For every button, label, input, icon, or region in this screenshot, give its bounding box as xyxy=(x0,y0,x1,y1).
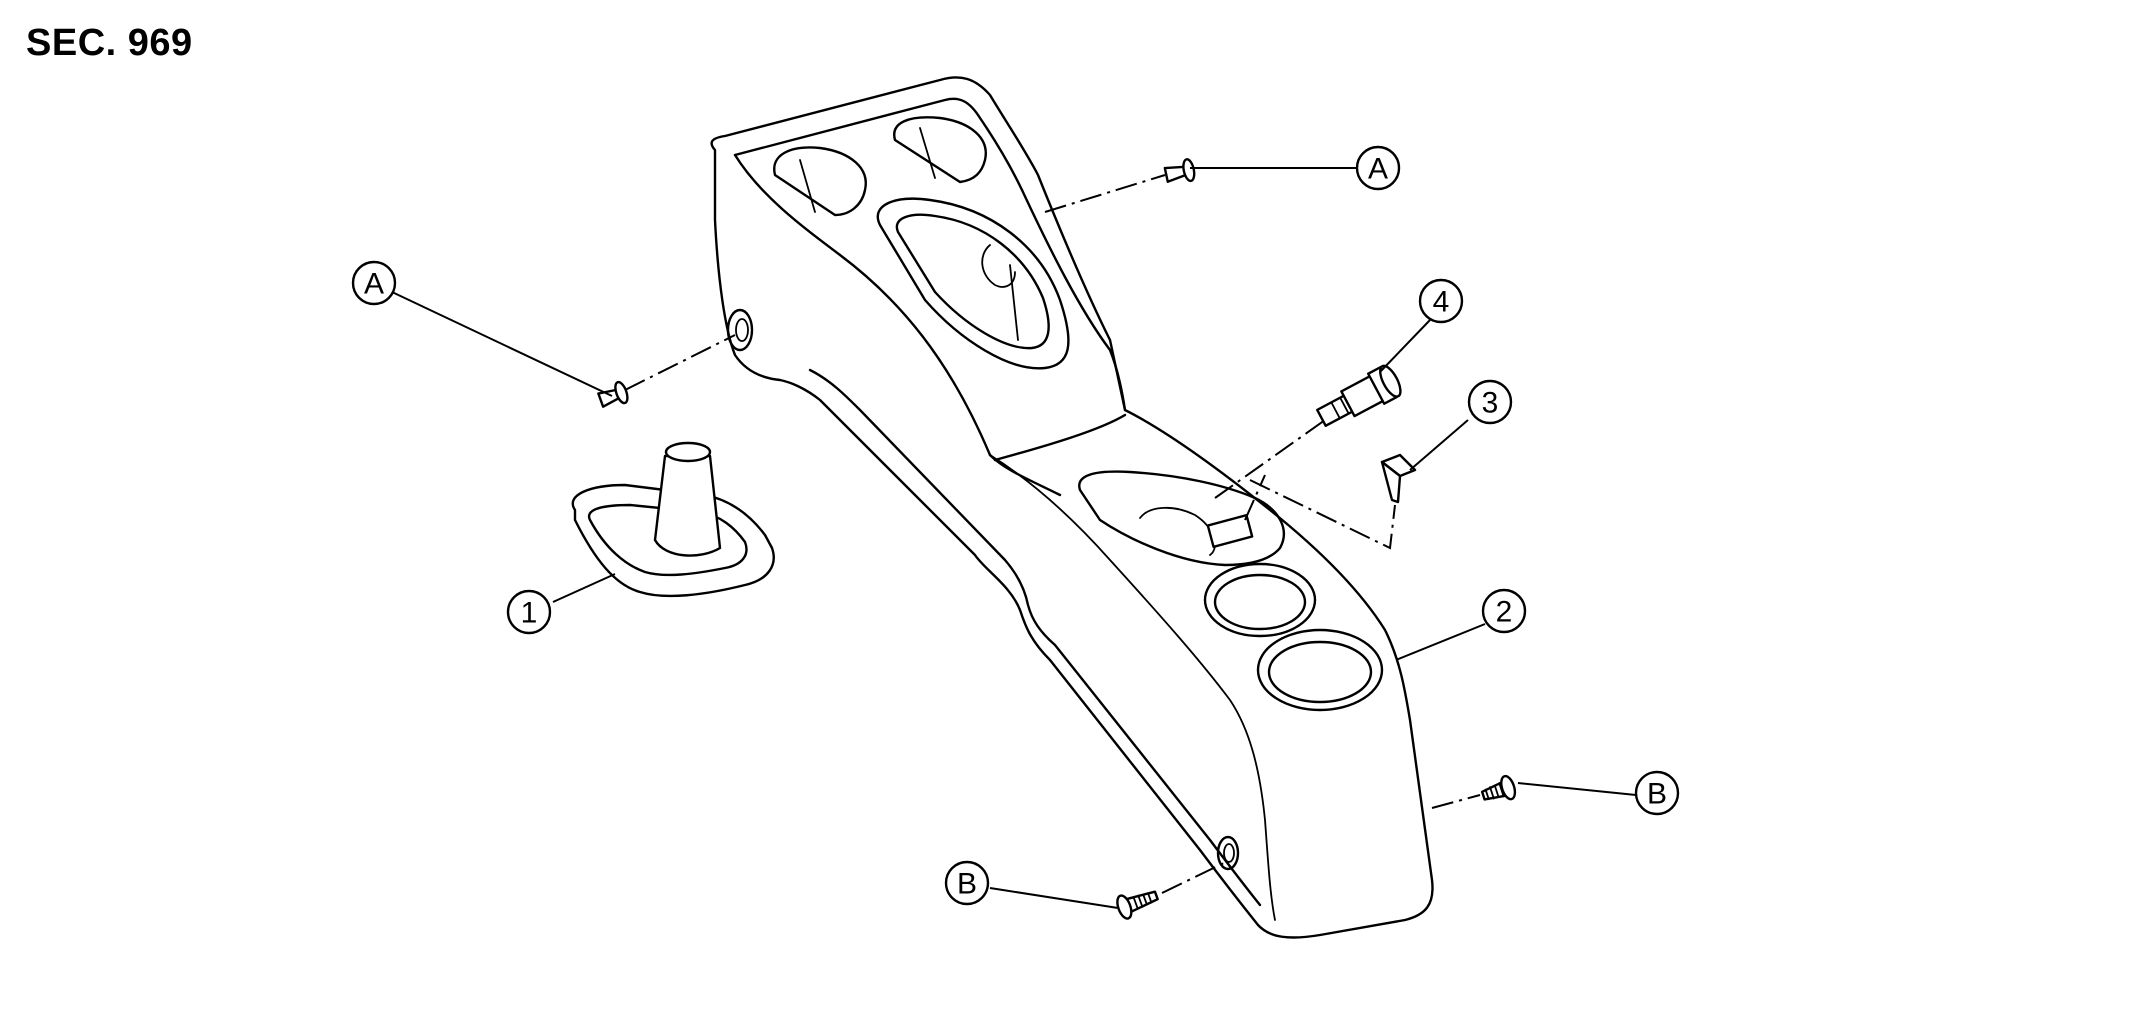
callout-cover: 3 xyxy=(1467,379,1513,425)
install-line-clip-front xyxy=(1044,174,1166,213)
clip-front xyxy=(1163,158,1196,183)
clip-side xyxy=(597,380,629,408)
screw-right xyxy=(1480,774,1517,801)
svg-text:A: A xyxy=(1368,153,1388,186)
leader-cover xyxy=(1409,419,1469,471)
install-line-clip-side xyxy=(624,334,736,391)
leader-console-box xyxy=(1395,623,1486,661)
cover-clip xyxy=(1380,453,1417,504)
install-line-cover xyxy=(1244,474,1396,550)
svg-text:4: 4 xyxy=(1433,286,1450,319)
install-line-socket xyxy=(1214,419,1326,499)
svg-text:1: 1 xyxy=(521,597,538,630)
leader-screw-bottom xyxy=(989,887,1119,909)
screw-bottom xyxy=(1116,890,1159,920)
callout-screw-bottom: B xyxy=(944,860,990,906)
callout-clip-front: A xyxy=(1355,145,1401,191)
svg-text:B: B xyxy=(957,868,977,901)
svg-text:3: 3 xyxy=(1482,387,1499,420)
install-line-screw-bottom xyxy=(1161,861,1227,894)
callout-socket: 4 xyxy=(1418,278,1464,324)
install-line-screw-right xyxy=(1431,794,1481,809)
svg-text:B: B xyxy=(1647,778,1667,811)
leader-shift-boot xyxy=(552,573,616,603)
console-box xyxy=(710,76,1434,939)
callout-shift-boot: 1 xyxy=(506,589,552,635)
shift-boot xyxy=(571,441,775,598)
leader-clip-side xyxy=(391,291,613,397)
leader-socket xyxy=(1379,319,1431,373)
leader-screw-right xyxy=(1517,782,1637,796)
section-title: SEC. 969 xyxy=(26,22,193,64)
lighter-socket xyxy=(1316,364,1402,427)
svg-text:2: 2 xyxy=(1496,596,1513,629)
callout-screw-right: B xyxy=(1634,770,1680,816)
callout-clip-side: A xyxy=(351,260,397,306)
callout-console-box: 2 xyxy=(1481,588,1527,634)
svg-text:A: A xyxy=(364,268,384,301)
